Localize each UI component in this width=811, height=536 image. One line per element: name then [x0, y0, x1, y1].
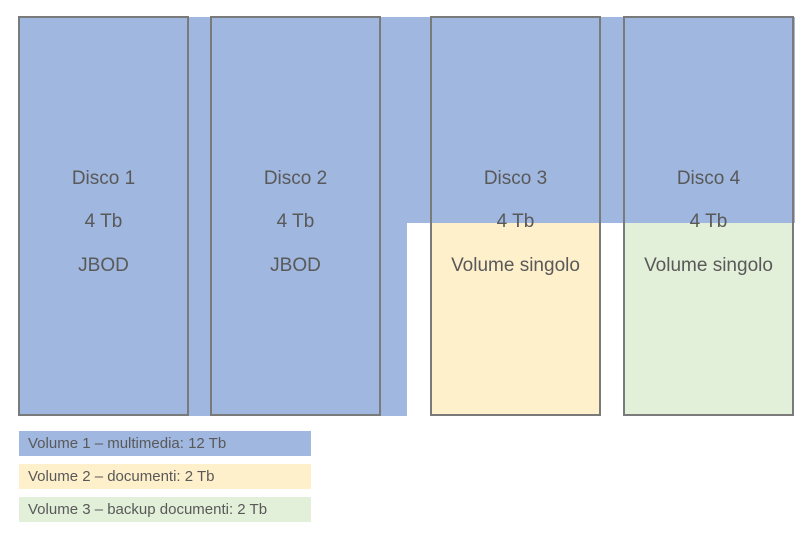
volume3-region — [625, 223, 792, 414]
disk-1: Disco 1 4 Tb JBOD — [18, 16, 189, 416]
disk-4: Disco 4 4 Tb Volume singolo — [623, 16, 794, 416]
volume1-region-bottom — [18, 222, 407, 416]
disk-size: 4 Tb — [84, 211, 123, 232]
volume1-region-top — [18, 17, 795, 223]
disk-mode: JBOD — [270, 255, 321, 276]
legend-volume-1: Volume 1 – multimedia: 12 Tb — [19, 431, 311, 456]
volume2-region — [432, 223, 599, 414]
disk-name: Disco 4 — [676, 168, 741, 189]
disk-name: Disco 3 — [483, 168, 548, 189]
disk-mode: Volume singolo — [644, 255, 773, 276]
disk-size: 4 Tb — [496, 211, 535, 232]
legend-volume-3: Volume 3 – backup documenti: 2 Tb — [19, 497, 311, 522]
disk-2: Disco 2 4 Tb JBOD — [210, 16, 381, 416]
disk-mode: Volume singolo — [451, 255, 580, 276]
disk-mode: JBOD — [78, 255, 129, 276]
disk-name: Disco 1 — [71, 168, 136, 189]
disk-name: Disco 2 — [263, 168, 328, 189]
disk-size: 4 Tb — [689, 211, 728, 232]
disk-size: 4 Tb — [276, 211, 315, 232]
disk-3: Disco 3 4 Tb Volume singolo — [430, 16, 601, 416]
legend-volume-2: Volume 2 – documenti: 2 Tb — [19, 464, 311, 489]
